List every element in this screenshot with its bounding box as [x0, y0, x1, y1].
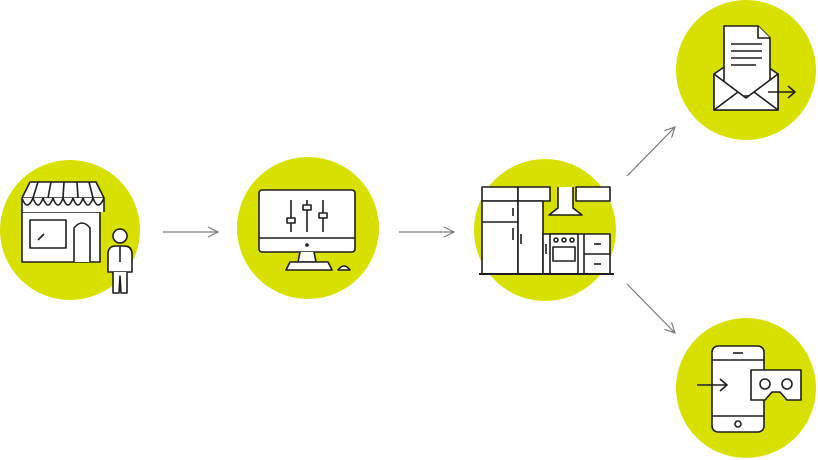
- computer-with-sliders-icon: [258, 189, 356, 271]
- kitchen-icon: [479, 186, 614, 275]
- node-document: [676, 0, 816, 140]
- arrow-kitchen-to-mobile: [626, 283, 675, 333]
- node-store: [0, 160, 140, 300]
- smartphone-vr-headset-icon: [697, 345, 802, 433]
- node-mobile: [676, 318, 816, 458]
- document-envelope-send-icon: [713, 25, 796, 111]
- storefront-with-person-icon: [21, 181, 133, 294]
- arrow-kitchen-to-document: [626, 127, 675, 177]
- node-kitchen: [474, 159, 616, 301]
- node-computer: [237, 157, 379, 299]
